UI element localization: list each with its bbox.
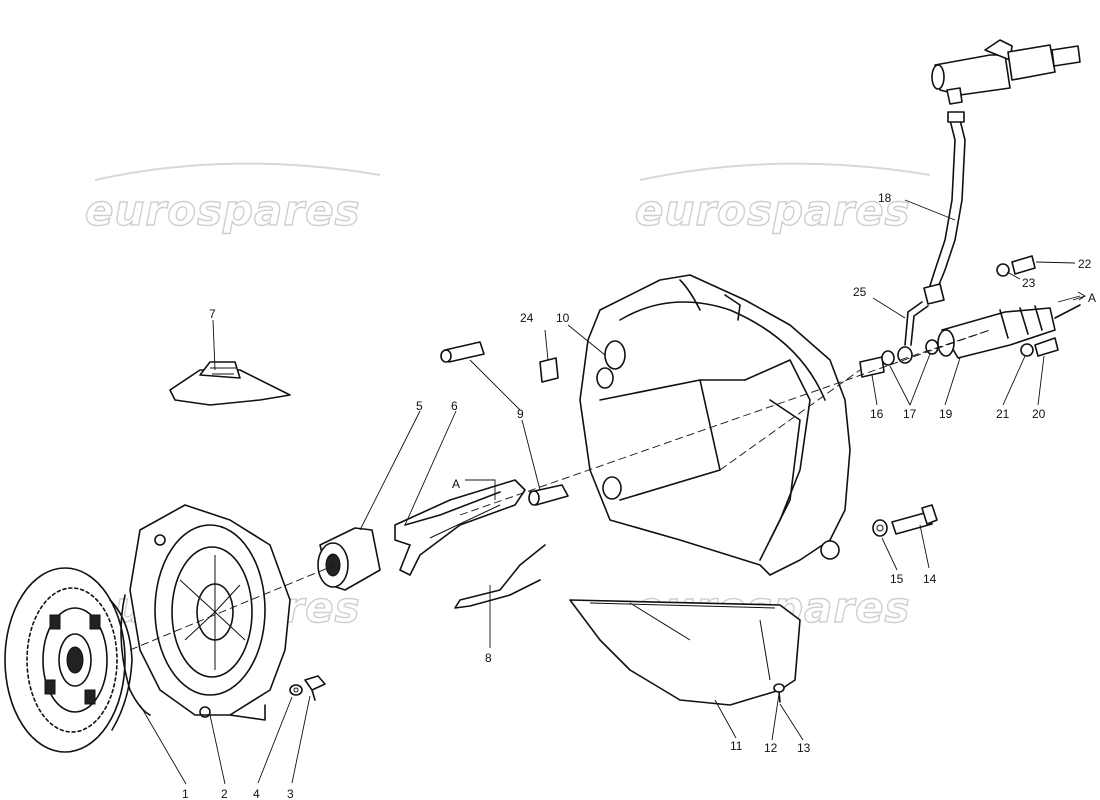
watermark-text: eurospares <box>635 186 911 235</box>
part-washer-4 <box>289 684 303 696</box>
callout-8: 8 <box>485 651 492 665</box>
part-washer-15 <box>872 519 888 537</box>
callout-21: 21 <box>996 407 1010 421</box>
part-hydraulic-hose <box>923 111 966 305</box>
callout-3: 3 <box>287 787 294 800</box>
part-slave-cylinder <box>937 304 1081 359</box>
part-master-cylinder <box>931 39 1081 105</box>
callout-1: 1 <box>182 787 189 800</box>
part-washers-17 <box>881 339 939 366</box>
part-bolt-14 <box>891 504 938 535</box>
part-pivot-pin <box>440 341 485 363</box>
part-bolt-3 <box>304 675 326 701</box>
callout-2: 2 <box>221 787 228 800</box>
watermark-text: eurospares <box>85 186 361 235</box>
callout-4: 4 <box>253 787 260 800</box>
callout-23: 23 <box>1022 276 1036 290</box>
callout-25: 25 <box>853 285 867 299</box>
callout-17: 17 <box>903 407 917 421</box>
callout-18: 18 <box>878 191 892 205</box>
callout-15: 15 <box>890 572 904 586</box>
watermark-top-left: eurospares <box>84 162 381 236</box>
callout-22: 22 <box>1078 257 1092 271</box>
part-bolt-16 <box>859 356 885 378</box>
callout-12: 12 <box>764 741 778 755</box>
leader-lines <box>139 199 1087 785</box>
part-cover-plate <box>569 599 801 706</box>
assembly-center-lines <box>129 329 991 651</box>
part-dowel-sleeve <box>539 357 559 383</box>
callout-11: 11 <box>730 739 743 753</box>
part-washer-12 <box>773 683 785 693</box>
watermark-top-right: eurospares <box>634 162 931 236</box>
callout-6: 6 <box>451 399 458 413</box>
part-spring-clip <box>454 544 546 609</box>
part-bolt-13 <box>778 691 781 703</box>
part-bolt-22 <box>1011 255 1036 275</box>
callout-9: 9 <box>517 407 524 421</box>
callout-7: 7 <box>209 307 216 321</box>
callout-20: 20 <box>1032 407 1046 421</box>
part-rubber-boot <box>169 361 291 406</box>
callout-19: 19 <box>939 407 953 421</box>
part-washer-23 <box>996 263 1010 277</box>
part-pivot-stud <box>528 484 569 506</box>
part-bolt-20 <box>1034 337 1059 357</box>
part-release-fork <box>394 479 526 576</box>
callout-5: 5 <box>416 399 423 413</box>
callout-13: 13 <box>797 741 811 755</box>
part-release-bearing <box>317 527 381 591</box>
part-pressure-plate <box>120 504 291 721</box>
reference-a-slave: A <box>1088 291 1096 305</box>
reference-a-fork: A <box>452 477 460 491</box>
part-pipe <box>904 301 929 346</box>
part-washer-21 <box>1020 343 1034 357</box>
part-clutch-disc <box>4 567 133 753</box>
callout-14: 14 <box>923 572 937 586</box>
part-bell-housing <box>579 274 851 576</box>
callouts: 1 2 3 4 5 6 7 8 9 10 11 12 13 14 15 16 1… <box>182 191 1096 800</box>
callout-24: 24 <box>520 311 534 325</box>
callout-10: 10 <box>556 311 570 325</box>
callout-16: 16 <box>870 407 884 421</box>
